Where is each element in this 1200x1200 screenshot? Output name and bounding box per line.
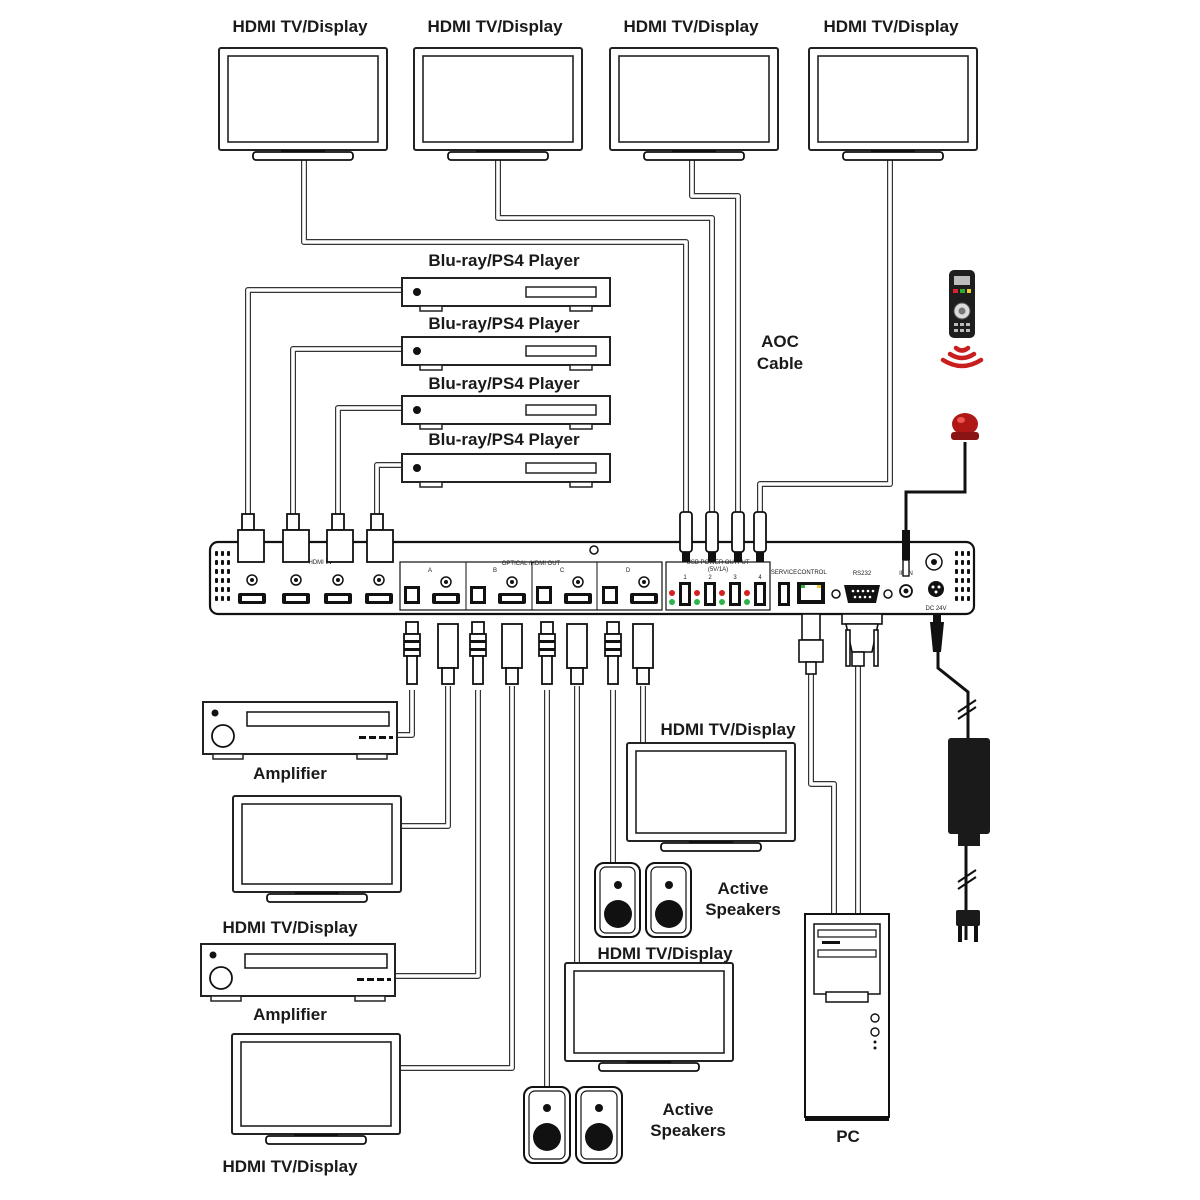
aoc-cable-display-3 (689, 160, 741, 516)
label-zone-c: C (560, 568, 565, 574)
label-display-mid-1: HDMI TV/Display (660, 720, 796, 739)
cable-player-3 (335, 405, 404, 516)
ir-signal-waves-icon (940, 345, 984, 369)
usb-power-ports (669, 582, 766, 606)
cable-player-4 (374, 462, 404, 516)
matrix-switcher-unit: HDMI IN OPTICAL /HDMI OUT A B C D (208, 511, 976, 616)
label-dc-24v: DC 24V (925, 606, 946, 612)
bluray-player-2 (401, 336, 611, 371)
bluray-player-4 (401, 453, 611, 488)
label-rs232: RS232 (853, 571, 872, 577)
label-usb-power: USB POWER OUTPUT (686, 560, 749, 566)
amplifier-1 (202, 701, 398, 760)
label-bluray-1: Blu-ray/PS4 Player (428, 251, 580, 270)
display-left-2 (231, 1033, 401, 1145)
power-adapter (948, 738, 990, 942)
display-top-2 (413, 47, 583, 161)
lan-plug (798, 613, 824, 675)
output-section-frame (399, 561, 663, 611)
label-display-top-3: HDMI TV/Display (623, 17, 759, 36)
cable-player-2 (290, 346, 404, 516)
output-ports (404, 576, 658, 604)
display-top-3 (609, 47, 779, 161)
cable-optical-b (394, 690, 481, 979)
label-display-left-1: HDMI TV/Display (222, 918, 358, 937)
ir-plug (902, 530, 910, 560)
label-zone-d: D (626, 568, 631, 574)
label-active-speakers-1-line1: Active (717, 879, 768, 898)
label-aoc-line2: Cable (757, 354, 803, 373)
label-optical-hdmi-out: OPTICAL /HDMI OUT (502, 561, 561, 567)
label-display-top-2: HDMI TV/Display (427, 17, 563, 36)
active-speakers-2 (523, 1086, 623, 1164)
active-speakers-1 (594, 862, 692, 938)
label-active-speakers-1-line2: Speakers (705, 900, 781, 919)
rs232-plug (841, 613, 883, 667)
bluray-player-3 (401, 395, 611, 430)
bluray-player-1 (401, 277, 611, 312)
amplifier-2 (200, 943, 396, 1002)
label-bluray-3: Blu-ray/PS4 Player (428, 374, 580, 393)
display-top-4 (808, 47, 978, 161)
remote-control-icon (949, 270, 975, 338)
label-pc: PC (836, 1127, 860, 1146)
ir-eye-icon (951, 413, 979, 440)
rs232-port (844, 585, 880, 603)
vent-left (215, 551, 230, 601)
label-zone-a: A (428, 568, 432, 574)
label-amplifier-2: Amplifier (253, 1005, 327, 1024)
label-aoc-line1: AOC (761, 332, 799, 351)
display-mid-2 (564, 962, 734, 1072)
hdmi-in-plugs (237, 513, 394, 563)
dc-power-jack (928, 581, 944, 597)
display-top-1 (218, 47, 388, 161)
output-plugs (403, 613, 944, 685)
label-usb-power-rating: (5V/1A) (708, 567, 728, 573)
cable-hdmi-a (400, 686, 451, 829)
label-display-mid-2: HDMI TV/Display (597, 944, 733, 963)
aoc-cable-display-2 (495, 160, 715, 516)
label-zone-b: B (493, 568, 497, 574)
dc-plug (930, 614, 944, 652)
label-service: SERVICE (771, 570, 797, 576)
vent-right (955, 551, 970, 601)
cable-player-1 (245, 287, 404, 516)
label-amplifier-1: Amplifier (253, 764, 327, 783)
pc-tower (804, 913, 890, 1121)
cable-hdmi-b (388, 686, 515, 1071)
label-usb-1: 1 (683, 575, 687, 581)
ir-eye-cable (904, 442, 967, 536)
aoc-cable-display-4 (757, 160, 893, 516)
label-hdmi-in: HDMI IN (309, 560, 332, 566)
bluray-players: Blu-ray/PS4 Player Blu-ray/PS4 Player Bl… (401, 251, 611, 488)
label-active-speakers-2-line1: Active (662, 1100, 713, 1119)
label-bluray-2: Blu-ray/PS4 Player (428, 314, 580, 333)
usb-plugs (679, 511, 767, 562)
hdmi-in-ports (238, 574, 393, 604)
label-display-top-1: HDMI TV/Display (232, 17, 368, 36)
label-usb-2: 2 (708, 575, 712, 581)
label-active-speakers-2-line2: Speakers (650, 1121, 726, 1140)
cable-lan-pc (808, 672, 837, 914)
cable-optical-a (397, 690, 415, 738)
label-bluray-4: Blu-ray/PS4 Player (428, 430, 580, 449)
label-display-top-4: HDMI TV/Display (823, 17, 959, 36)
aoc-cable-display-1 (301, 160, 689, 516)
display-mid-1 (626, 742, 796, 852)
display-left-1 (232, 795, 402, 903)
top-displays: HDMI TV/Display HDMI TV/Display HDMI TV/… (218, 17, 978, 161)
label-control: CONTROL (797, 570, 827, 576)
label-usb-3: 3 (733, 575, 737, 581)
label-usb-4: 4 (758, 575, 762, 581)
reset-button[interactable] (589, 545, 599, 555)
label-display-left-2: HDMI TV/Display (222, 1157, 358, 1176)
